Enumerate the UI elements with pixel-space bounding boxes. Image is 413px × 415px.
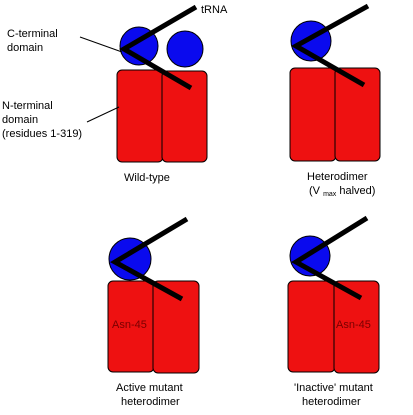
heterodimer-caption-line1: Heterodimer <box>307 171 368 183</box>
panel-heterodimer: Heterodimer (V max halved) <box>289 3 381 199</box>
c-terminal-label-line2: domain <box>7 42 43 54</box>
panel-inactive-mutant: Asn-45 'Inactive' mutant heterodimer <box>287 215 380 408</box>
n-terminal-subunit-right <box>334 67 381 162</box>
n-terminal-subunit-right <box>152 280 200 374</box>
vmax-subscript: max <box>323 191 337 198</box>
active-mutant-caption-line1: Active mutant <box>116 382 183 394</box>
n-terminal-label-line2: domain <box>2 114 38 126</box>
panel-active-mutant: Asn-45 Active mutant heterodimer <box>107 216 200 408</box>
n-terminal-subunit-right <box>161 70 208 163</box>
n-terminal-label-line1: N-terminal <box>2 100 53 112</box>
n-terminal-subunit-left <box>289 67 337 162</box>
trna-shape <box>109 216 189 302</box>
n-terminal-pointer-line <box>86 106 120 123</box>
n-terminal-subunit-right <box>333 280 380 374</box>
inactive-mutant-caption-line1: 'Inactive' mutant <box>294 382 373 394</box>
n-terminal-subunit-left <box>287 280 336 373</box>
c-terminal-pointer-line <box>79 36 123 53</box>
c-terminal-label-line1: C-terminal <box>7 28 58 40</box>
trna-label: tRNA <box>201 4 228 16</box>
vmax-close: halved) <box>339 185 375 197</box>
trna-shape <box>119 4 198 91</box>
active-mutant-caption-line2: heterodimer <box>121 396 180 408</box>
n-terminal-label-line3: (residues 1-319) <box>2 128 82 140</box>
residue-label: Asn-45 <box>336 319 371 331</box>
panel-wild-type: tRNA C-terminal domain N-terminal domain… <box>2 4 228 184</box>
n-terminal-subunit-left <box>116 69 164 163</box>
residue-label: Asn-45 <box>112 319 147 331</box>
trna-shape <box>291 215 369 301</box>
vmax-open: (V <box>309 185 321 197</box>
heterodimer-caption-line2: (V max halved) <box>309 185 375 199</box>
trna-shape <box>290 3 370 88</box>
wild-type-caption: Wild-type <box>124 172 170 184</box>
inactive-mutant-caption-line2: heterodimer <box>302 396 361 408</box>
c-terminal-domain-right <box>166 30 204 68</box>
